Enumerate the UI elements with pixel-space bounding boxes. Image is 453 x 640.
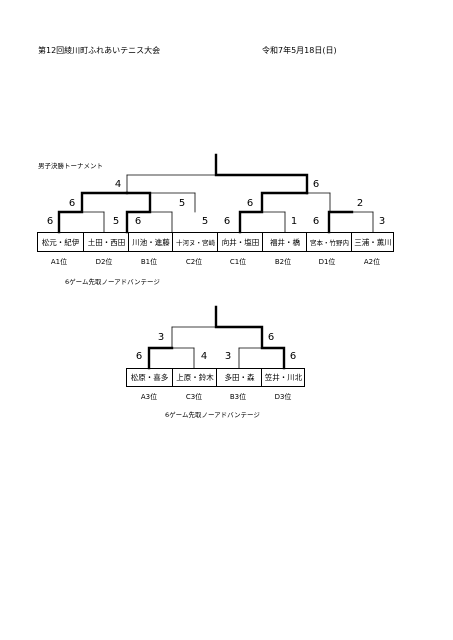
team-name: 福井・橋 (262, 233, 307, 251)
r1-score: 6 (46, 216, 54, 227)
b2-r1-score: 3 (224, 351, 232, 362)
r1-score: 6 (134, 216, 142, 227)
tournament-title: 第12回綾川町ふれあいテニス大会 (38, 46, 161, 55)
team-seed: C1位 (229, 258, 247, 266)
team-seed: B3位 (229, 393, 247, 401)
r1-score: 6 (223, 216, 231, 227)
team-name: 向井・塩田 (217, 233, 263, 251)
r1-score: 6 (312, 216, 320, 227)
bracket1-rule-note: 6ゲーム先取ノーアドバンテージ (65, 278, 160, 286)
team-seed: B2位 (274, 258, 292, 266)
semi-score-right: 6 (312, 179, 320, 190)
team-name: 松元・紀伊 (41, 237, 80, 247)
team-name: 笠井・川北 (261, 369, 305, 386)
team-seed: D1位 (318, 258, 336, 266)
tournament-date: 令和7年5月18日(日) (262, 46, 337, 55)
team-name: 上原・鈴木 (172, 369, 217, 386)
team-name: 多田・森 (216, 369, 262, 386)
b2-r1-score: 4 (200, 351, 208, 362)
b2-r1-score: 6 (289, 351, 297, 362)
semi-score-left: 4 (114, 179, 122, 190)
r2-score: 6 (68, 198, 76, 209)
team-name: 松原・喜多 (130, 373, 169, 382)
team-name: 十河ヌ・宮崎 (172, 233, 218, 251)
bracket1-title: 男子決勝トーナメント (38, 162, 103, 170)
b2-semi-score-left: 3 (157, 332, 165, 343)
r2-score: 6 (246, 198, 254, 209)
team-seed: C2位 (185, 258, 203, 266)
r2-score: 2 (356, 198, 364, 209)
team-name: 土田・西田 (83, 233, 129, 251)
team-seed: A2位 (363, 258, 381, 266)
team-seed: A1位 (50, 258, 68, 266)
r1-score: 5 (201, 216, 209, 227)
team-seed: B1位 (140, 258, 158, 266)
bracket1-team-row: 松元・紀伊 土田・西田 川池・進藤 十河ヌ・宮崎 向井・塩田 福井・橋 宮本・竹… (37, 232, 394, 252)
r1-score: 1 (290, 216, 298, 227)
team-name: 三浦・薫川 (351, 233, 394, 251)
bracket2-rule-note: 6ゲーム先取ノーアドバンテージ (165, 411, 260, 419)
team-name: 宮本・竹野内 (306, 233, 352, 251)
team-seed: A3位 (140, 393, 158, 401)
team-seed: C3位 (185, 393, 203, 401)
b2-r1-score: 6 (135, 351, 143, 362)
r2-score: 5 (178, 198, 186, 209)
team-seed: D3位 (274, 393, 292, 401)
team-name: 川池・進藤 (128, 233, 173, 251)
bracket2-team-row: 松原・喜多 上原・鈴木 多田・森 笠井・川北 (126, 368, 305, 387)
r1-score: 3 (378, 216, 386, 227)
b2-semi-score-right: 6 (267, 332, 275, 343)
team-seed: D2位 (95, 258, 113, 266)
r1-score: 5 (112, 216, 120, 227)
